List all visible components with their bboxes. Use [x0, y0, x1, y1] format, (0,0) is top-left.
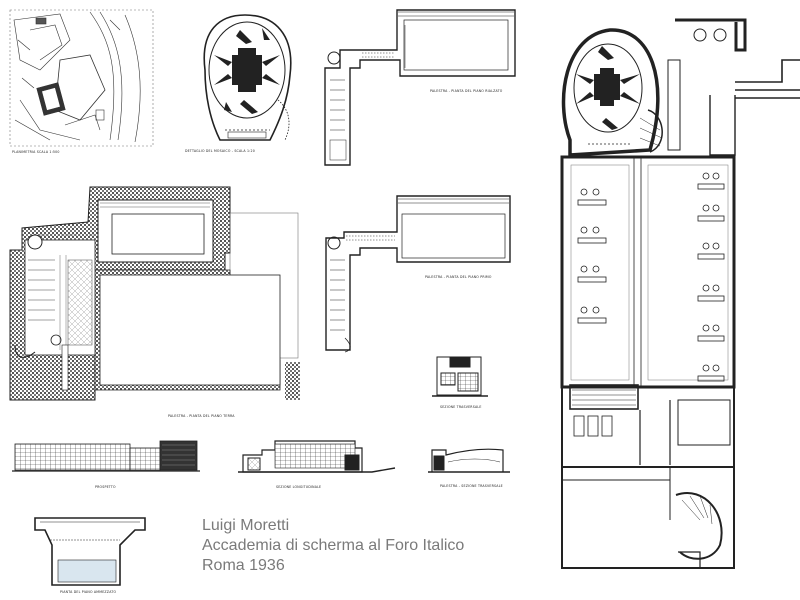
transverse-section-b — [428, 448, 510, 473]
large-floor-plan — [560, 18, 800, 569]
mezzanine-plan — [34, 517, 146, 586]
caption-ground-floor-plan: PALESTRA - PIANTA DEL PIANO TERRA — [168, 414, 235, 418]
caption-transverse-section-a: SEZIONE TRASVERSALE — [440, 405, 482, 409]
first-floor-plan — [325, 195, 511, 353]
elevation — [12, 440, 200, 472]
caption-first-floor-plan: PALESTRA - PIANTA DEL PIANO PRIMO — [425, 275, 492, 279]
architect-name: Luigi Moretti — [202, 517, 290, 534]
mosaic-detail — [203, 14, 292, 141]
site-plan — [9, 9, 154, 147]
caption-elevation: PROSPETTO — [95, 485, 116, 489]
project-title: Accademia di scherma al Foro Italico — [202, 537, 465, 554]
caption-upper-floor-plan: PALESTRA - PIANTA DEL PIANO RIALZATO — [430, 89, 503, 93]
caption-site-plan: PLANIMETRIA SCALA 1:500 — [12, 150, 60, 154]
place-year: Roma 1936 — [202, 557, 285, 574]
caption-mezzanine-plan: PIANTA DEL PIANO AMMEZZATO — [60, 590, 117, 594]
caption-longitudinal-section: SEZIONE LONGITUDINALE — [276, 485, 322, 489]
upper-floor-plan — [324, 9, 516, 166]
title-block: Luigi Moretti Accademia di scherma al Fo… — [202, 516, 464, 576]
ground-floor-plan — [9, 186, 300, 401]
transverse-section-a — [432, 356, 488, 397]
caption-transverse-section-b: PALESTRA - SEZIONE TRASVERSALE — [440, 484, 503, 488]
caption-mosaic-detail: DETTAGLIO DEL MOSAICO - SCALA 1:20 — [185, 149, 255, 153]
longitudinal-section — [238, 440, 396, 473]
